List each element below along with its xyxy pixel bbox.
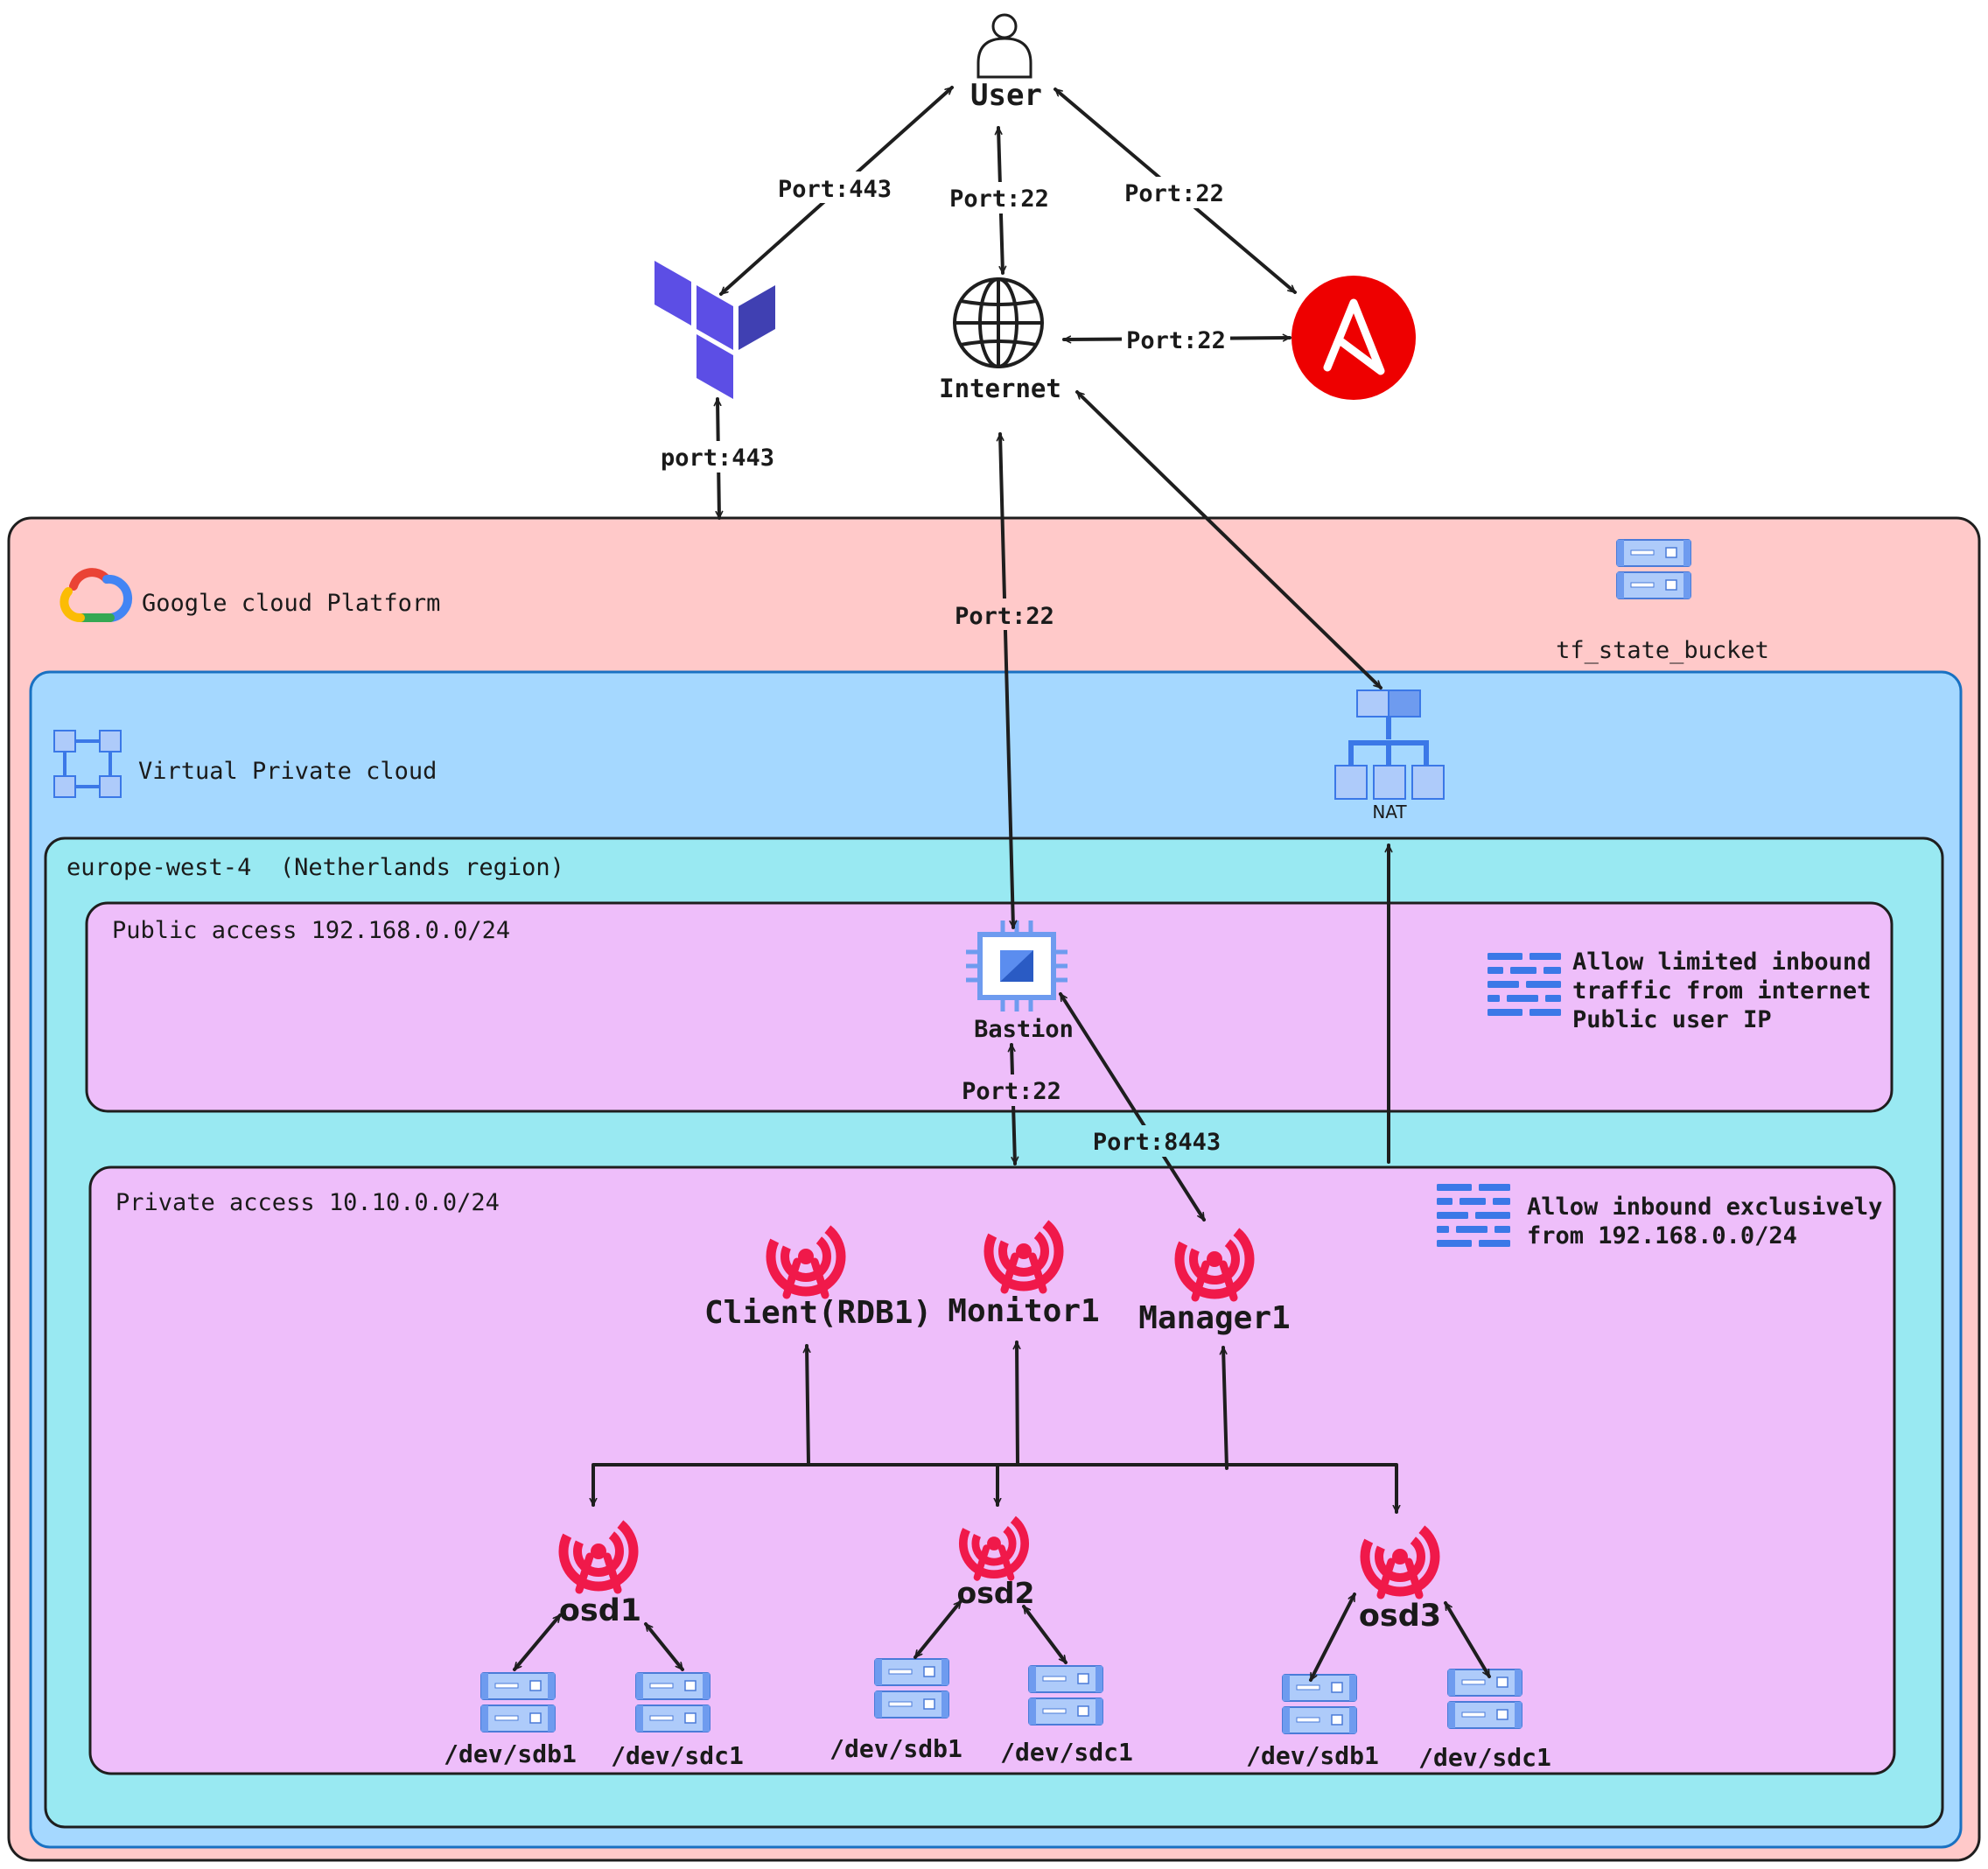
nat-gateway-icon (1334, 690, 1445, 800)
internet-label: Internet (939, 374, 1061, 403)
client-label: Client(RDB1) (704, 1295, 932, 1331)
bus-manager-link (1223, 1346, 1228, 1470)
public-firewall-rule-3: Public user IP (1572, 1006, 1772, 1033)
user-label: User (970, 78, 1042, 113)
globe-icon (953, 277, 1044, 368)
bus-client-link (807, 1344, 808, 1466)
ansible-logo (1292, 276, 1416, 400)
osd1-label: osd1 (559, 1593, 641, 1628)
osd3-disk-sdc1-label: /dev/sdc1 (1418, 1743, 1551, 1772)
tf-state-bucket-label: tf_state_bucket (1556, 637, 1769, 664)
public-firewall-rule-2: traffic from internet (1572, 977, 1871, 1004)
osd3-disk-sdb1-label: /dev/sdb1 (1246, 1741, 1379, 1770)
bus-monitor-link (1017, 1340, 1018, 1466)
port-bastion-manager: Port:8443 (1093, 1129, 1221, 1156)
osd1-disk-sdb1-label: /dev/sdb1 (444, 1740, 577, 1768)
osd3-sdb1-link (1309, 1592, 1356, 1682)
port-user-internet: Port:22 (949, 186, 1049, 213)
port-user-ansible: Port:22 (1124, 180, 1224, 207)
private-firewall-rule-2: from 192.168.0.0/24 (1527, 1222, 1797, 1250)
public-subnet-zone (85, 901, 1894, 1113)
gcp-zone-label: Google cloud Platform (142, 590, 440, 617)
osd1-sdb1-link (513, 1614, 562, 1671)
osd2-label: osd2 (957, 1576, 1035, 1610)
osd3-sdc1-link (1444, 1601, 1491, 1678)
port-user-terraform: Port:443 (778, 176, 892, 203)
region-zone-label: europe-west-4 (Netherlands region) (66, 854, 564, 881)
osd3-label: osd3 (1359, 1599, 1441, 1634)
monitor-label: Monitor1 (948, 1293, 1099, 1329)
private-firewall-rule-1: Allow inbound exclusively (1527, 1194, 1882, 1221)
osd1-sdc1-link (644, 1622, 684, 1671)
public-firewall-rule-1: Allow limited inbound (1572, 948, 1871, 976)
bastion-label: Bastion (974, 1016, 1074, 1043)
port-internet-bastion: Port:22 (955, 603, 1054, 630)
port-terraform-gcp: port:443 (661, 444, 774, 472)
port-internet-ansible: Port:22 (1126, 327, 1226, 354)
private-subnet-label: Private access 10.10.0.0/24 (116, 1189, 500, 1216)
bastion-manager-link (1059, 992, 1206, 1222)
internet-nat-link (1075, 390, 1382, 690)
osd2-disk-sdc1-label: /dev/sdc1 (1000, 1738, 1133, 1767)
osd2-sdc1-link (1022, 1605, 1068, 1664)
terraform-logo (654, 261, 775, 399)
osd1-disk-sdc1-label: /dev/sdc1 (611, 1741, 744, 1770)
internet-bastion-link (1000, 432, 1013, 929)
public-subnet-label: Public access 192.168.0.0/24 (112, 917, 510, 944)
manager-label: Manager1 (1138, 1300, 1290, 1336)
person-icon (976, 13, 1032, 79)
google-cloud-logo (60, 568, 133, 622)
osd2-sdb1-link (914, 1600, 962, 1659)
vpc-zone-label: Virtual Private cloud (138, 758, 437, 785)
osd2-disk-sdb1-label: /dev/sdb1 (830, 1734, 962, 1763)
port-bastion-private: Port:22 (962, 1078, 1061, 1105)
compute-engine-icon (966, 920, 1068, 1012)
nat-label: NAT (1372, 802, 1407, 822)
vpc-icon (53, 730, 122, 798)
